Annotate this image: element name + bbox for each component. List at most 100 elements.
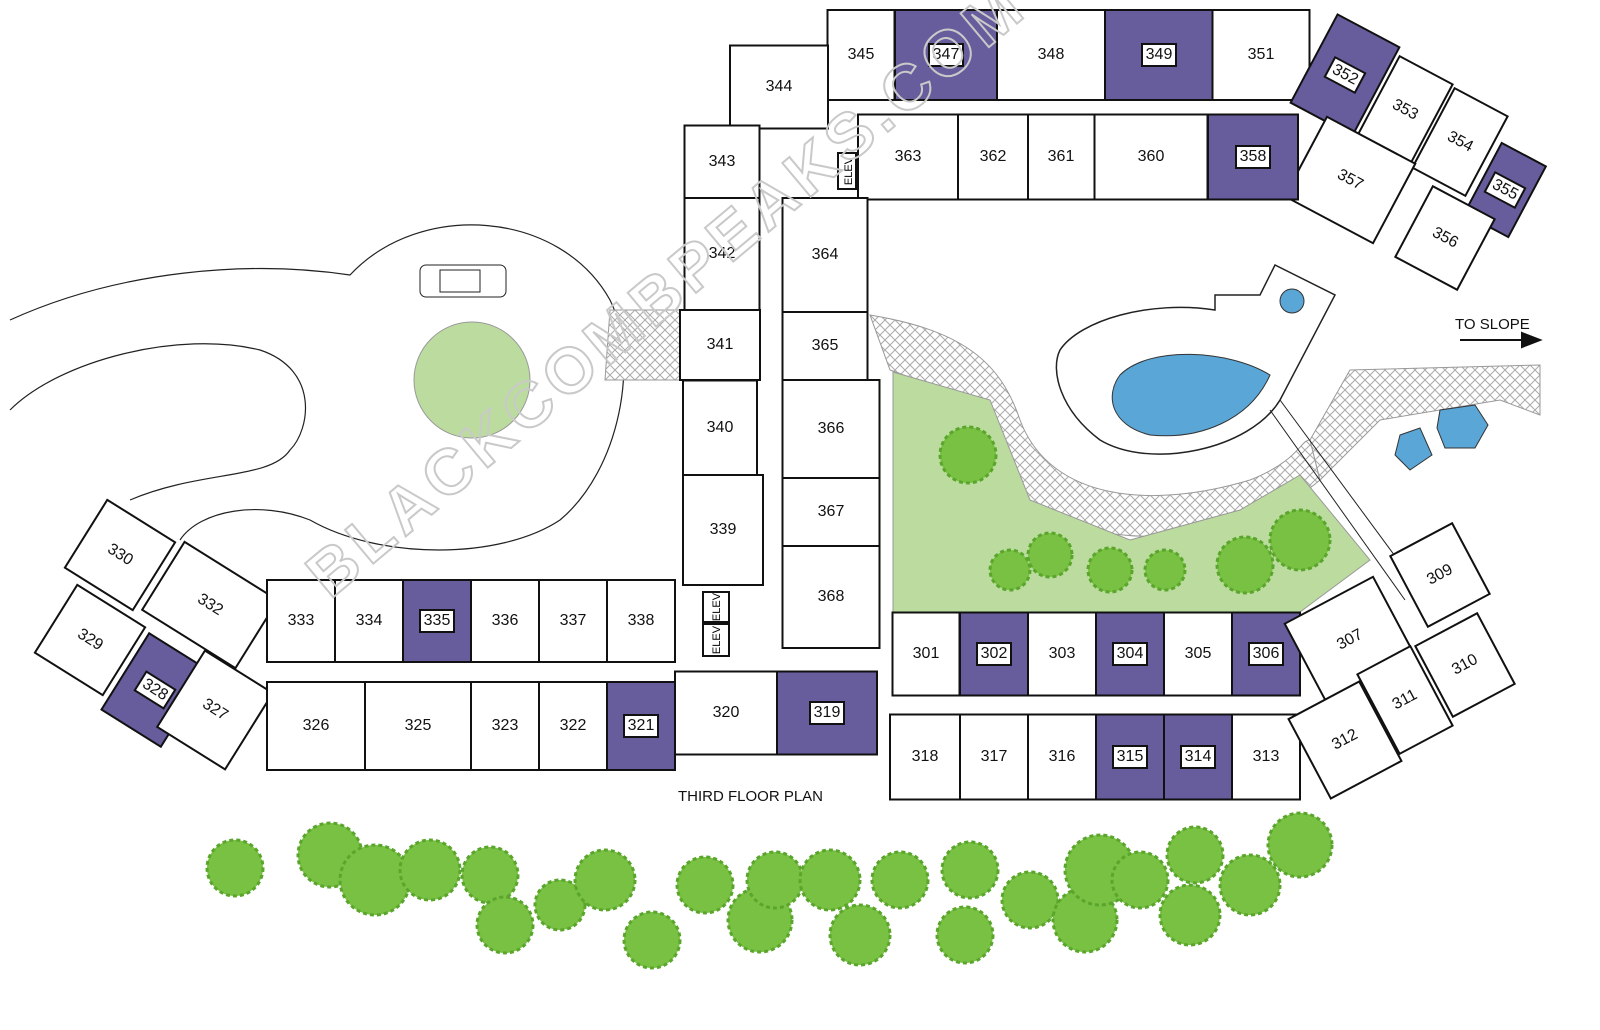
unit-344[interactable]: 344 <box>729 44 829 130</box>
unit-364[interactable]: 364 <box>781 197 869 313</box>
unit-320[interactable]: 320 <box>674 670 778 756</box>
unit-309[interactable]: 309 <box>1388 521 1492 629</box>
unit-310[interactable]: 310 <box>1413 611 1517 719</box>
unit-number: 323 <box>492 717 519 734</box>
tree-icon <box>205 838 265 898</box>
unit-368[interactable]: 368 <box>781 545 881 649</box>
unit-number: 343 <box>709 153 736 170</box>
unit-303[interactable]: 303 <box>1027 611 1097 697</box>
unit-number: 319 <box>814 704 841 721</box>
unit-number: 347 <box>933 46 960 63</box>
tree-icon <box>1110 850 1170 910</box>
pool <box>1111 353 1271 437</box>
unit-outline <box>1283 115 1417 245</box>
unit-outline <box>1093 113 1209 201</box>
unit-label-background <box>976 642 1012 666</box>
unit-352[interactable]: 352 <box>1289 13 1401 137</box>
unit-345[interactable]: 345 <box>826 9 896 101</box>
plan-title: THIRD FLOOR PLAN <box>678 788 823 805</box>
unit-outline <box>1388 521 1492 629</box>
unit-number: 333 <box>288 612 315 629</box>
unit-367[interactable]: 367 <box>781 477 881 547</box>
unit-number: 303 <box>1049 645 1076 662</box>
unit-323[interactable]: 323 <box>470 681 540 771</box>
unit-332[interactable]: 332 <box>140 540 280 670</box>
unit-330[interactable]: 330 <box>63 498 177 612</box>
car-icon <box>419 264 507 298</box>
unit-336[interactable]: 336 <box>470 579 540 663</box>
roundabout-tree <box>413 321 531 439</box>
tree-icon <box>1268 508 1332 572</box>
tree-icon <box>1158 883 1222 947</box>
unit-outline <box>682 474 764 586</box>
unit-312[interactable]: 312 <box>1287 680 1403 800</box>
unit-341[interactable]: 341 <box>679 309 761 381</box>
unit-333[interactable]: 333 <box>266 579 336 663</box>
unit-label-background <box>809 701 845 725</box>
unit-353[interactable]: 353 <box>1356 54 1454 166</box>
unit-301[interactable]: 301 <box>891 611 961 697</box>
unit-319[interactable]: 319 <box>776 670 878 756</box>
unit-outline <box>538 681 608 771</box>
unit-356[interactable]: 356 <box>1393 184 1497 292</box>
unit-351[interactable]: 351 <box>1211 9 1311 101</box>
unit-number: 316 <box>1049 748 1076 765</box>
unit-label-background <box>1235 145 1271 169</box>
unit-365[interactable]: 365 <box>781 311 869 381</box>
unit-number: 315 <box>1117 748 1144 765</box>
unit-321[interactable]: 321 <box>606 681 676 771</box>
unit-366[interactable]: 366 <box>781 379 881 479</box>
unit-326[interactable]: 326 <box>266 681 366 771</box>
unit-number: 340 <box>707 419 734 436</box>
unit-313[interactable]: 313 <box>1231 713 1301 801</box>
unit-number: 361 <box>1048 148 1075 165</box>
tree-icon <box>533 878 587 932</box>
unit-358[interactable]: 358 <box>1207 113 1299 201</box>
unit-label-background <box>1112 642 1148 666</box>
unit-302[interactable]: 302 <box>959 611 1029 697</box>
unit-outline <box>1393 184 1497 292</box>
unit-315[interactable]: 315 <box>1095 713 1165 801</box>
unit-311[interactable]: 311 <box>1356 644 1454 756</box>
unit-354[interactable]: 354 <box>1411 86 1509 198</box>
unit-305[interactable]: 305 <box>1163 611 1233 697</box>
unit-342[interactable]: 342 <box>683 197 761 311</box>
unit-number: 313 <box>1253 748 1280 765</box>
unit-363[interactable]: 363 <box>857 113 959 201</box>
unit-number: 302 <box>981 645 1008 662</box>
unit-label-background <box>1248 642 1284 666</box>
tree-icon <box>1218 853 1282 917</box>
unit-335[interactable]: 335 <box>402 579 472 663</box>
unit-362[interactable]: 362 <box>957 113 1029 201</box>
unit-360[interactable]: 360 <box>1093 113 1209 201</box>
unit-347[interactable]: 347 <box>894 9 998 101</box>
unit-329[interactable]: 329 <box>33 583 147 697</box>
unit-318[interactable]: 318 <box>889 713 961 801</box>
unit-317[interactable]: 317 <box>959 713 1029 801</box>
unit-304[interactable]: 304 <box>1095 611 1165 697</box>
unit-outline <box>781 477 881 547</box>
unit-349[interactable]: 349 <box>1104 9 1214 101</box>
unit-322[interactable]: 322 <box>538 681 608 771</box>
tree-icon <box>938 425 998 485</box>
unit-338[interactable]: 338 <box>606 579 676 663</box>
unit-334[interactable]: 334 <box>334 579 404 663</box>
unit-339[interactable]: 339 <box>682 474 764 586</box>
unit-337[interactable]: 337 <box>538 579 608 663</box>
unit-number: 339 <box>710 521 737 538</box>
unit-number: 367 <box>818 503 845 520</box>
unit-325[interactable]: 325 <box>364 681 472 771</box>
hot-tub-small <box>1394 427 1433 471</box>
unit-316[interactable]: 316 <box>1027 713 1097 801</box>
unit-outline <box>781 311 869 381</box>
unit-327[interactable]: 327 <box>155 649 275 771</box>
unit-340[interactable]: 340 <box>682 379 758 477</box>
unit-361[interactable]: 361 <box>1026 113 1096 201</box>
unit-357[interactable]: 357 <box>1283 115 1417 245</box>
elevator-label: ELEV <box>711 592 723 621</box>
unit-314[interactable]: 314 <box>1163 713 1233 801</box>
tree-icon <box>338 843 412 917</box>
unit-343[interactable]: 343 <box>683 124 761 200</box>
unit-number: 304 <box>1117 645 1144 662</box>
